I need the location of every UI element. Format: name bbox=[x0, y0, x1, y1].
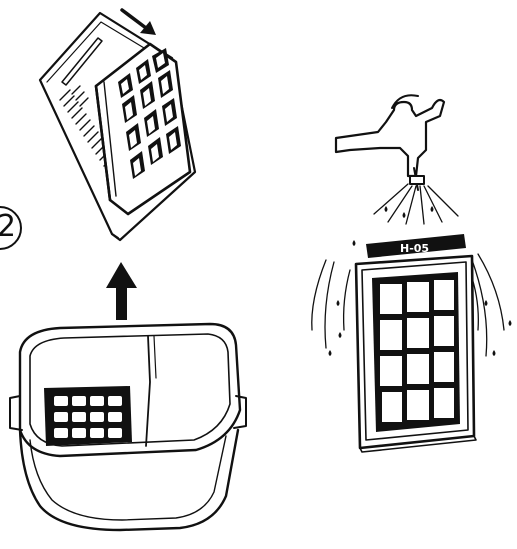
appliance-base-unit bbox=[10, 324, 246, 530]
lift-up-arrow-icon bbox=[106, 262, 137, 320]
rinsed-filter-cassette: H-05 bbox=[356, 234, 476, 452]
slide-direction-arrow-icon bbox=[122, 10, 156, 35]
faucet-icon bbox=[336, 95, 444, 190]
filter-cassette-removal bbox=[40, 10, 195, 240]
filter-model-label: H-05 bbox=[400, 242, 429, 255]
